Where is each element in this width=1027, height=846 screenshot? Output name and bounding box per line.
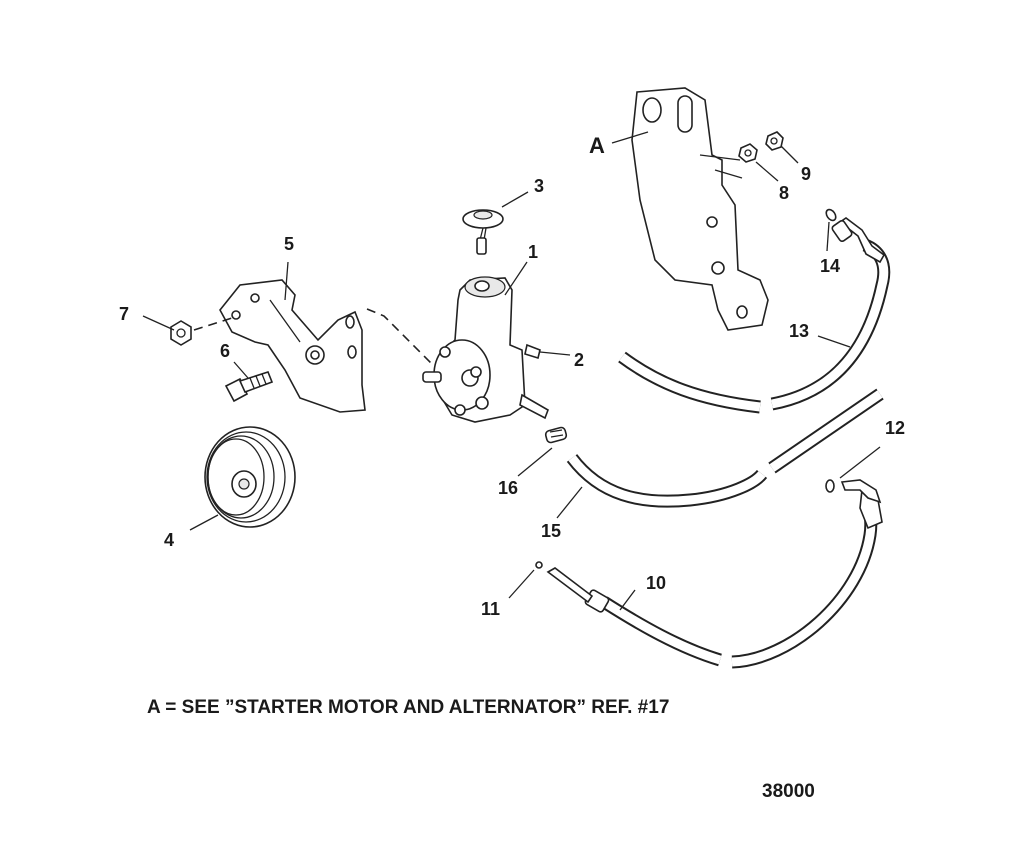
- o-ring-12: [825, 479, 835, 493]
- hose-10: [546, 479, 883, 669]
- o-ring-14: [825, 208, 837, 222]
- callout-10: 10: [646, 573, 666, 593]
- callout-2: 2: [574, 350, 584, 370]
- callout-6: 6: [220, 341, 230, 361]
- callout-9: 9: [801, 164, 811, 184]
- power-steering-pump: [422, 276, 549, 423]
- callout-15: 15: [541, 521, 561, 541]
- o-ring-11: [535, 561, 543, 569]
- assembly-line-nut: [193, 317, 233, 331]
- assembly-line: [366, 308, 433, 365]
- callout-16: 16: [498, 478, 518, 498]
- pulley: [204, 426, 296, 528]
- bracket-a: [631, 87, 769, 331]
- fitting-16: [544, 426, 568, 444]
- hose-15: [566, 388, 884, 508]
- pump-bracket: [219, 279, 366, 413]
- leader-lines: [142, 131, 881, 611]
- figure-number: 38000: [762, 781, 815, 802]
- callout-3: 3: [534, 176, 544, 196]
- callout-8: 8: [779, 183, 789, 203]
- callout-a: A: [589, 133, 605, 158]
- callout-1: 1: [528, 242, 538, 262]
- reference-note: A = SEE ”STARTER MOTOR AND ALTERNATOR” R…: [147, 697, 670, 718]
- callout-14: 14: [820, 256, 840, 276]
- nut-9: [765, 131, 784, 151]
- callout-13: 13: [789, 321, 809, 341]
- callout-7: 7: [119, 304, 129, 324]
- hose-13: [618, 217, 891, 414]
- callout-5: 5: [284, 234, 294, 254]
- reservoir-cap: [462, 209, 504, 255]
- callout-4: 4: [164, 530, 174, 550]
- nut-7: [170, 320, 192, 346]
- bolt-6: [224, 371, 274, 403]
- callout-11: 11: [481, 599, 500, 619]
- callout-12: 12: [885, 418, 905, 438]
- nut-8: [738, 143, 758, 163]
